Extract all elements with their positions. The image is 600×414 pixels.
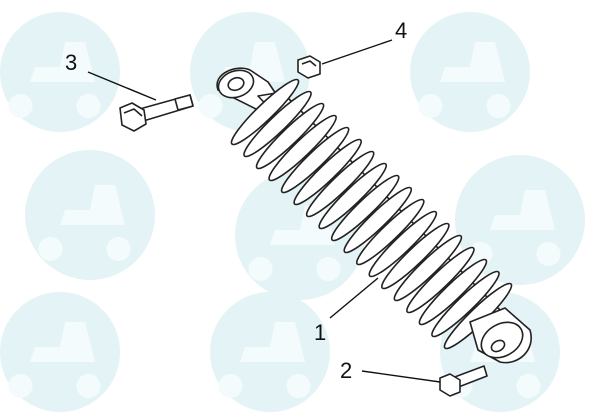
spring-coil xyxy=(230,78,300,146)
nut xyxy=(297,55,321,79)
lower-bolt xyxy=(439,365,488,397)
scooter-watermark-icon xyxy=(8,42,101,118)
callout-4: 4 xyxy=(395,18,407,43)
spring-coil xyxy=(255,102,325,170)
spring-coil xyxy=(393,234,463,302)
spring-coil xyxy=(318,162,388,230)
scooter-watermark-icon xyxy=(218,322,311,398)
callout-3: 3 xyxy=(65,50,77,75)
spring-coil xyxy=(380,222,450,290)
upper-bolt xyxy=(119,94,194,132)
spring-coil xyxy=(406,246,475,314)
spring-coil xyxy=(343,186,413,254)
scooter-watermark-icon xyxy=(38,185,131,261)
bottom-mount-eye xyxy=(469,307,532,364)
leader-line-3 xyxy=(87,71,157,101)
scooter-watermark-icon xyxy=(418,42,511,118)
spring-coil xyxy=(280,126,350,194)
spring-coil xyxy=(368,210,438,278)
leader-line-2 xyxy=(361,370,441,383)
spring-coil xyxy=(330,174,400,242)
scooter-watermark-icon xyxy=(468,190,561,266)
spring-coil xyxy=(305,150,375,218)
spring-coil xyxy=(418,258,488,326)
callout-1: 1 xyxy=(314,320,326,345)
scooter-watermark-icon xyxy=(8,322,101,398)
scooter-watermark-icon xyxy=(248,205,341,281)
leader-line-1 xyxy=(329,277,379,319)
spring-coil xyxy=(431,270,500,338)
spring xyxy=(230,78,513,350)
spring-coil xyxy=(293,138,363,206)
callout-2: 2 xyxy=(340,358,352,383)
spring-coil xyxy=(243,90,312,158)
spring-coil xyxy=(268,114,337,182)
shock-absorber xyxy=(216,67,532,364)
spring-coil xyxy=(355,198,425,266)
leader-line-4 xyxy=(321,39,393,65)
